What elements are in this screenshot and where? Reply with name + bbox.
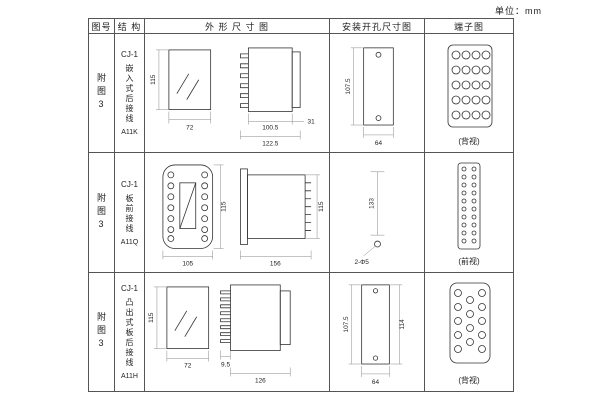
- terminal-diagram-back: [449, 282, 491, 364]
- install-cell: 133 2-Φ5: [329, 152, 425, 273]
- header-row: 图号 结 构 外 形 尺 寸 图 安装开孔尺寸图 端子图: [88, 18, 514, 34]
- structure-cell: CJ-1 板前接线 A11Q: [114, 152, 145, 273]
- install-diagram-a11h: 107.5 114 64: [343, 284, 406, 386]
- model-text: CJ-1: [121, 50, 138, 60]
- dim-width: 72: [186, 124, 194, 131]
- dim-side-height: 115: [318, 201, 325, 212]
- terminal-pins: [451, 50, 491, 120]
- terminal-cell: (背视): [424, 32, 514, 154]
- dim-hole-height2: 114: [399, 319, 406, 330]
- dim-stub: 9.5: [221, 361, 230, 368]
- dim-hole-height: 107.5: [345, 78, 352, 94]
- terminal-view-label: (背视): [458, 375, 480, 385]
- hole-callout: 2-Φ5: [354, 258, 369, 265]
- side-view: [240, 168, 312, 246]
- dim-height: 115: [150, 74, 157, 85]
- header-structure: 结 构: [114, 18, 145, 34]
- fig-no-cell: 附图3: [88, 32, 115, 154]
- terminal-pins: [461, 166, 477, 243]
- dim-height: 115: [221, 201, 228, 212]
- header-terminal: 端子图: [424, 18, 514, 34]
- code-text: A11H: [121, 372, 138, 380]
- front-view: [168, 49, 212, 110]
- mounting-text: 嵌入式后接线: [125, 64, 134, 125]
- terminal-cell: (背视): [424, 271, 514, 393]
- table-row: 附图3 CJ-1 板前接线 A11Q: [88, 152, 514, 273]
- fig-no-text: 附图3: [96, 311, 106, 352]
- dim-hole-height: 107.5: [343, 316, 350, 332]
- fig-no-cell: 附图3: [88, 152, 115, 273]
- outline-cell: 115 105 156: [144, 152, 330, 273]
- install-cell: 107.5 114 64: [329, 271, 425, 393]
- front-view: [166, 286, 210, 349]
- structure-cell: CJ-1 凸出式板后接线 A11H: [114, 271, 145, 393]
- model-text: CJ-1: [121, 179, 138, 189]
- structure-cell: CJ-1 嵌入式后接线 A11K: [114, 32, 145, 154]
- header-install: 安装开孔尺寸图: [329, 18, 425, 34]
- dim-hole-spacing: 133: [369, 197, 376, 208]
- model-text: CJ-1: [121, 283, 138, 293]
- spec-table: 图号 结 构 外 形 尺 寸 图 安装开孔尺寸图 端子图 附图3 CJ-1 嵌入…: [88, 18, 514, 393]
- code-text: A11Q: [120, 238, 139, 246]
- table-row: 附图3 CJ-1 嵌入式后接线 A11K: [88, 32, 514, 154]
- fig-no-cell: 附图3: [88, 271, 115, 393]
- mounting-text: 凸出式板后接线: [125, 297, 134, 368]
- dim-rear: 31: [307, 119, 315, 126]
- dim-depth1: 100.5: [262, 124, 279, 131]
- dim-hole-width: 64: [375, 140, 383, 147]
- terminal-diagram-back: [447, 44, 493, 128]
- install-diagram-a11q: 133 2-Φ5: [354, 171, 385, 265]
- unit-label: 单位：mm: [495, 6, 542, 16]
- dim-depth: 126: [255, 377, 266, 384]
- terminal-pins: [454, 288, 486, 353]
- outline-cell: 115 72 9.5: [144, 271, 330, 393]
- dim-width: 105: [182, 261, 193, 268]
- terminal-cell: (前视): [424, 152, 514, 273]
- terminal-diagram-front: [457, 162, 481, 249]
- code-text: A11K: [121, 129, 138, 137]
- install-cell: 107.5 64: [329, 32, 425, 154]
- front-view: [162, 164, 214, 250]
- outline-diagram-a11q: 115 105 156: [162, 164, 325, 268]
- header-outline: 外 形 尺 寸 图: [144, 18, 330, 34]
- dim-depth-total: 122.5: [262, 140, 279, 147]
- side-view: [240, 47, 301, 112]
- dim-depth: 156: [270, 261, 281, 268]
- fig-no-text: 附图3: [96, 192, 106, 233]
- table-row: 附图3 CJ-1 凸出式板后接线 A11H: [88, 271, 514, 393]
- side-view: [220, 284, 291, 351]
- terminal-view-label: (前视): [458, 256, 480, 266]
- terminal-view-label: (背视): [458, 137, 480, 147]
- outline-cell: 115 72 100.5 31: [144, 32, 330, 154]
- dim-hole-width: 64: [372, 379, 380, 386]
- header-fig-no: 图号: [88, 18, 115, 34]
- fig-no-text: 附图3: [96, 73, 106, 114]
- dim-height: 115: [148, 312, 155, 323]
- install-diagram-a11k: 107.5 64: [345, 47, 394, 147]
- mounting-text: 板前接线: [125, 193, 134, 234]
- outline-diagram-a11k: 115 72 100.5 31: [150, 47, 315, 147]
- outline-diagram-a11h: 115 72 9.5: [148, 284, 291, 384]
- dim-width: 72: [184, 362, 192, 369]
